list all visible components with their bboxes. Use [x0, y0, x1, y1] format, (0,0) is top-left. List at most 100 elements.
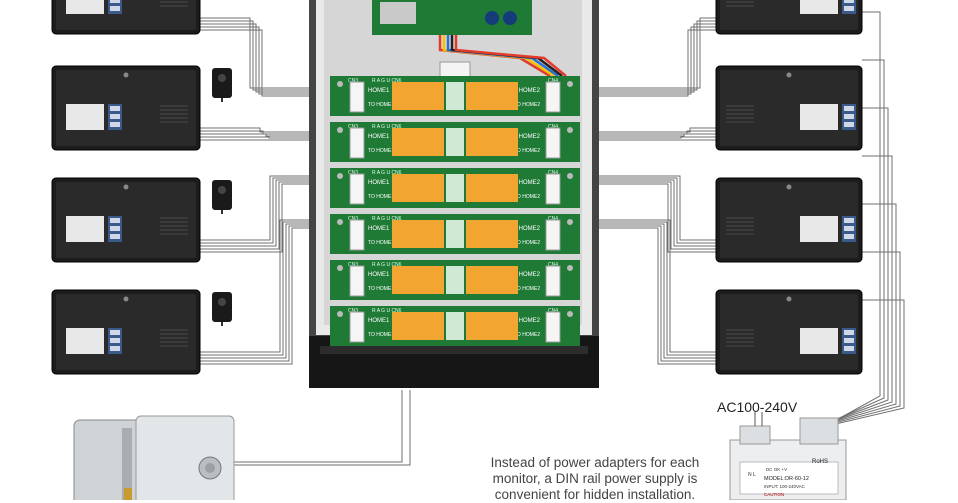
connector-pin: [844, 114, 854, 119]
psu-terminals-left: N L: [748, 472, 756, 478]
connector-pin: [844, 106, 854, 111]
relay-left: [392, 128, 444, 156]
monitor-wire: [570, 29, 716, 97]
connector-pin: [110, 106, 120, 111]
cn-right-label: CN4: [548, 124, 558, 130]
relay-left: [392, 266, 444, 294]
connector-pin: [110, 122, 120, 127]
monitor: [51, 289, 201, 375]
psu-caution: CAUTION: [764, 492, 784, 497]
spec-label: [66, 104, 104, 130]
board-screw: [337, 265, 343, 271]
note-line: convenient for hidden installation.: [494, 487, 696, 502]
ribbon-wire: [454, 35, 567, 77]
spec-label: [66, 0, 104, 14]
spec-label: [800, 216, 838, 242]
relay-left: [392, 174, 444, 202]
monitor-wire: [200, 130, 340, 135]
board-screw: [337, 173, 343, 179]
lock-wire: [232, 390, 403, 463]
monitor-wire: [570, 127, 716, 133]
home-left-sub-label: TO HOME1: [368, 102, 394, 108]
monitor-wire: [570, 181, 716, 250]
relay-left: [392, 82, 444, 110]
camera-body: [212, 292, 232, 322]
mount-hole: [786, 184, 792, 190]
home-right-label: HOME2: [519, 88, 541, 94]
connector-plug: [439, 61, 471, 79]
monitor-wire: [200, 17, 340, 89]
connector-pin: [844, 346, 854, 351]
cover-ridge: [320, 346, 588, 354]
cn-right-label: CN4: [548, 262, 558, 268]
relay-right: [466, 220, 518, 248]
monitor-wire: [200, 26, 340, 95]
psu-brand: RoHS: [812, 459, 828, 465]
home-right-label: HOME2: [519, 134, 541, 140]
home-right-label: HOME2: [519, 272, 541, 278]
connector-pin: [110, 226, 120, 231]
monitor-wire: [570, 175, 716, 241]
home-left-sub-label: TO HOME1: [368, 194, 394, 200]
home-right-sub-label: TO HOME2: [514, 240, 540, 246]
connector-pin: [844, 226, 854, 231]
terminal-right: [545, 173, 561, 205]
monitor: [715, 289, 863, 375]
connector-pin: [844, 0, 854, 3]
psu-terminals-top: DC OK +V: [766, 467, 787, 472]
lock-face-plate: [135, 415, 235, 500]
lock-latch: [124, 488, 132, 500]
spec-label: [800, 0, 838, 14]
connector-pin: [110, 234, 120, 239]
cn-left-label: CN3: [348, 262, 358, 268]
camera-body: [212, 180, 232, 210]
relay-right: [466, 174, 518, 202]
home-right-label: HOME2: [519, 180, 541, 186]
board-jumper: [446, 220, 464, 248]
power-wire: [834, 59, 885, 421]
left-monitor-column: [51, 0, 201, 375]
mount-hole: [123, 296, 129, 302]
board-screw: [567, 173, 573, 179]
capacitor: [485, 11, 499, 25]
board-jumper: [446, 174, 464, 202]
spec-label: [66, 328, 104, 354]
capacitor: [503, 11, 517, 25]
connector-pin: [844, 234, 854, 239]
monitor-wire: [570, 136, 716, 139]
psu-spec-label: [739, 461, 839, 495]
cn-left-label: CN3: [348, 216, 358, 222]
home-right-sub-label: TO HOME2: [514, 148, 540, 154]
monitor: [51, 0, 201, 35]
monitor-wire: [570, 225, 716, 362]
monitor-wire: [570, 177, 716, 244]
lock-wire: [232, 390, 411, 466]
spec-label: [66, 216, 104, 242]
board-screw: [567, 265, 573, 271]
connector-pin: [844, 330, 854, 335]
home-right-label: HOME2: [519, 318, 541, 324]
home-right-sub-label: TO HOME2: [514, 194, 540, 200]
psu-terminal-left: [739, 425, 771, 445]
cn-right-label: CN4: [548, 216, 558, 222]
monitor-wire: [570, 219, 716, 353]
board-screw: [567, 127, 573, 133]
board-header: R A G U CN6: [372, 262, 402, 268]
mount-hole: [123, 184, 129, 190]
home-left-label: HOME1: [368, 88, 390, 94]
monitor-wire: [200, 127, 340, 133]
home-right-sub-label: TO HOME2: [514, 332, 540, 338]
board-screw: [567, 81, 573, 87]
note-line: monitor, a DIN rail power supply is: [492, 471, 698, 486]
note-line: Instead of power adapters for each: [490, 455, 700, 470]
board-jumper: [446, 312, 464, 340]
connector-pin: [844, 218, 854, 223]
connector-pin: [844, 122, 854, 127]
board-screw: [337, 311, 343, 317]
door-camera: [212, 292, 232, 326]
connector-pin: [844, 338, 854, 343]
monitor-wire: [570, 221, 716, 356]
